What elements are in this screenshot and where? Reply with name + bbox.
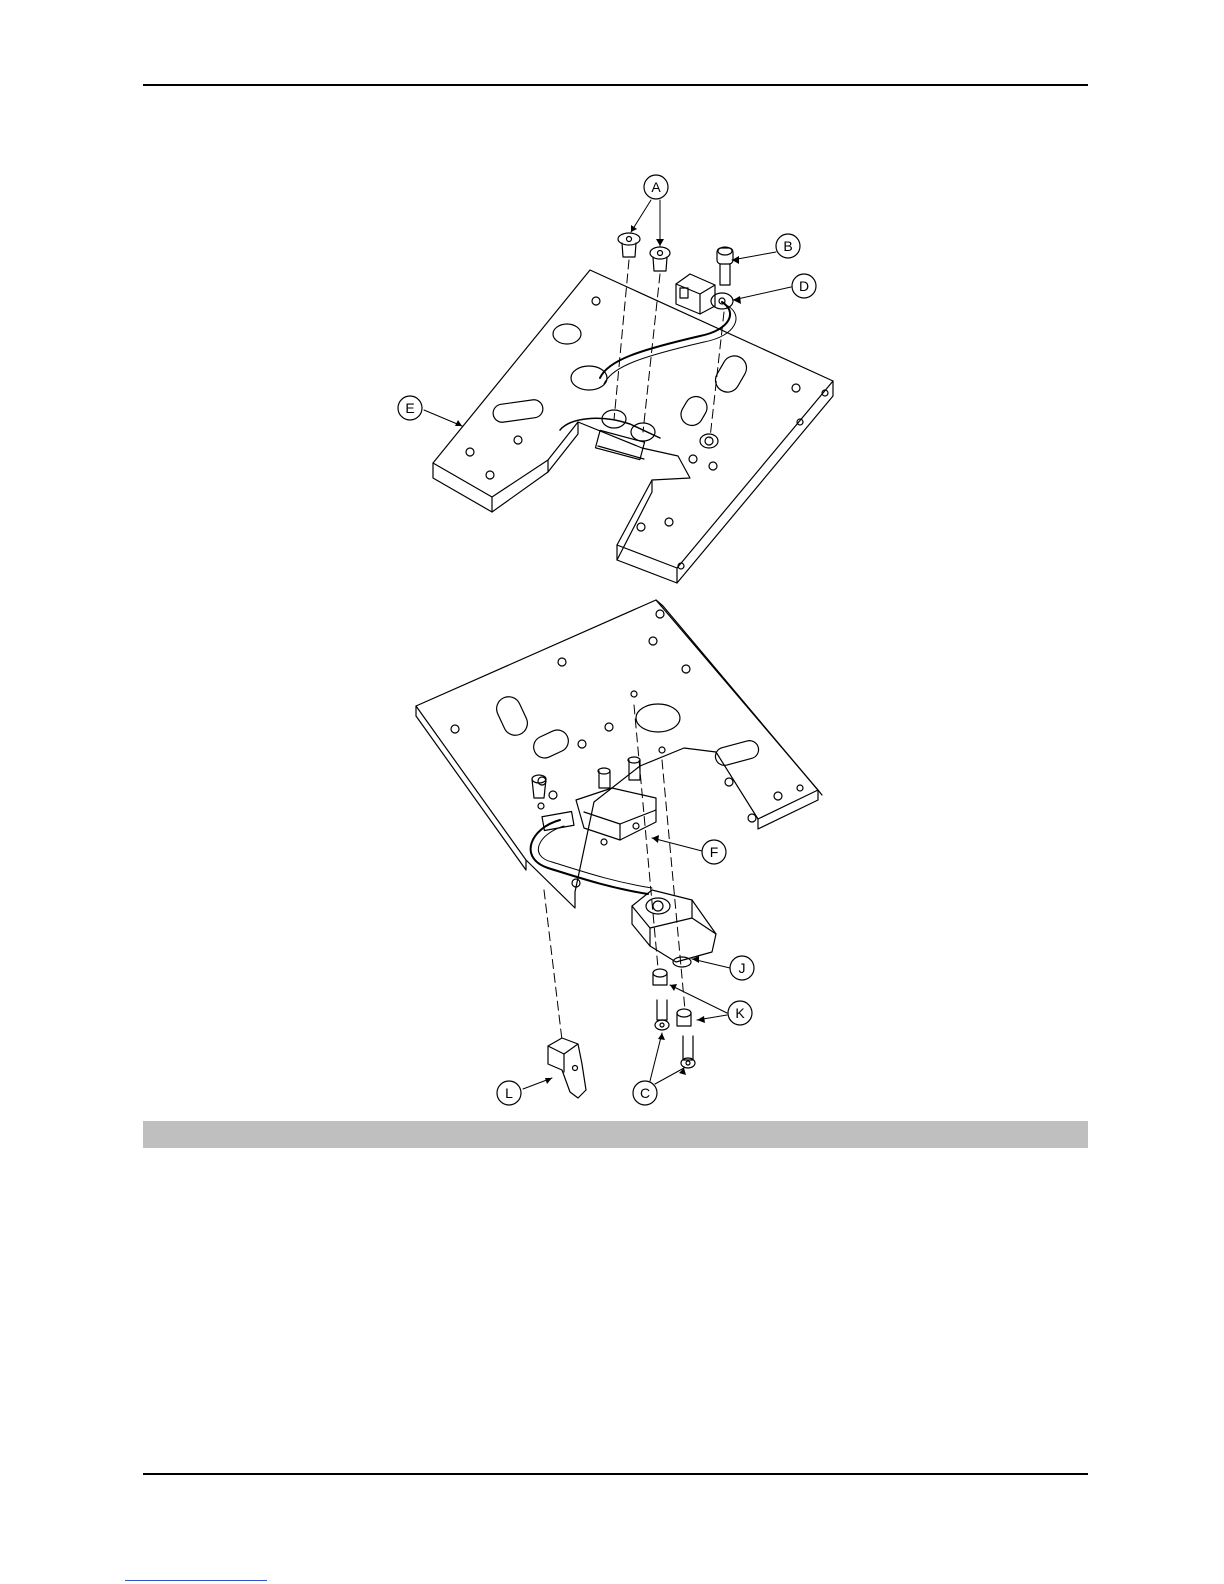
screw-c-right [681, 1036, 695, 1068]
callout-l: L [505, 1085, 513, 1101]
spacer-k-bottom [677, 1009, 691, 1026]
screw-c-left [655, 1000, 669, 1030]
part-l [548, 1038, 586, 1098]
top-cable [560, 302, 736, 460]
sensor-d [676, 274, 733, 314]
leader-lines [424, 200, 791, 1089]
screw-a-right [650, 247, 670, 271]
callout-b: B [783, 238, 792, 254]
spacer-k-top [653, 969, 667, 985]
callout-j: J [739, 960, 746, 976]
callout-k: K [735, 1005, 745, 1021]
bottom-plate [416, 600, 822, 908]
screw-a-left [618, 233, 640, 257]
footer-rule [143, 1473, 1088, 1475]
callout-circles [398, 175, 816, 1105]
screw-b [717, 247, 733, 285]
callout-d: D [799, 278, 809, 294]
callout-c: C [640, 1085, 650, 1101]
callout-e: E [405, 400, 414, 416]
callout-f: F [710, 844, 719, 860]
sensor-j [632, 890, 716, 967]
callout-a: A [651, 179, 661, 195]
top-plate [433, 270, 833, 583]
upper-assembly-lines [614, 260, 724, 438]
caption-bar [143, 1121, 1088, 1148]
footer-link-underline[interactable] [125, 1580, 267, 1581]
arrowheads [455, 225, 741, 1084]
